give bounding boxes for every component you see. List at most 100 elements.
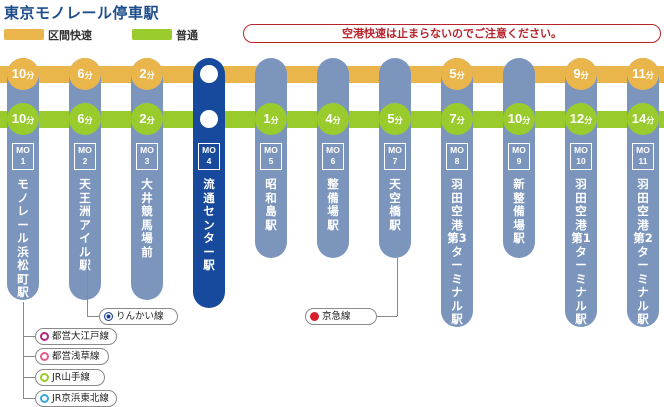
transfer-rinkai: りんかい線 [99, 308, 178, 325]
rinkai-line-icon [104, 312, 113, 321]
local-minutes: 6 [77, 111, 85, 126]
local-minutes: 14 [631, 111, 647, 126]
station-code-number: 7 [392, 156, 398, 166]
minute-unit: 分 [584, 116, 593, 125]
station-code-line: MO [636, 145, 650, 155]
transfer-line-icon [40, 394, 49, 403]
legend-local-swatch [132, 29, 172, 40]
station-code-number: 1 [20, 156, 26, 166]
minute-unit: 分 [26, 71, 35, 80]
minute-unit: 分 [332, 116, 341, 125]
minute-unit: 分 [270, 116, 279, 125]
rapid-time-badge: 2分 [131, 58, 163, 90]
transfer-line-box: JR山手線 [35, 369, 105, 386]
minute-unit: 分 [646, 116, 655, 125]
rapid-time-badge: 11分 [627, 58, 659, 90]
local-time-badge: 10分 [503, 103, 535, 135]
rapid-minutes: 5 [449, 66, 457, 81]
minute-unit: 分 [146, 71, 155, 80]
local-time-badge: 2分 [131, 103, 163, 135]
station-name: 昭和島駅 [265, 177, 277, 232]
station-column[interactable] [627, 58, 659, 327]
transfer-line-icon [40, 373, 49, 382]
station-code-line: MO [202, 145, 216, 155]
station-column[interactable] [565, 58, 597, 327]
rapid-minutes: 6 [77, 66, 85, 81]
transfer-line-box: 都営大江戸線 [35, 328, 117, 345]
station-code-number: 8 [454, 156, 460, 166]
local-minutes: 10 [507, 111, 523, 126]
transfer-label: 都営浅草線 [52, 351, 100, 362]
station-column[interactable] [441, 58, 473, 327]
local-minutes: 10 [11, 111, 27, 126]
minute-unit: 分 [26, 116, 35, 125]
rapid-time-badge: 5分 [441, 58, 473, 90]
transfer-line-box: 都営浅草線 [35, 348, 109, 365]
rapid-time-badge: 10分 [7, 58, 39, 90]
station-code-number: 9 [516, 156, 522, 166]
transfer-connector [23, 302, 24, 399]
transfer-keikyu: 京急線 [305, 308, 377, 325]
local-time-badge: 7分 [441, 103, 473, 135]
station-code-line: MO [326, 145, 340, 155]
minute-unit: 分 [456, 71, 465, 80]
station-code-line: MO [140, 145, 154, 155]
current-station-marker [200, 65, 218, 83]
station-code-number: 4 [206, 156, 212, 166]
rapid-time-badge: 9分 [565, 58, 597, 90]
minute-unit: 分 [580, 71, 589, 80]
station-name: 天空橋駅 [389, 177, 401, 232]
transfer-connector [23, 377, 35, 378]
minute-unit: 分 [146, 116, 155, 125]
transfer-connector [377, 316, 397, 317]
station-name: 羽田空港第3ターミナル駅 [447, 177, 467, 326]
station-code-number: 3 [144, 156, 150, 166]
legend-rapid-label: 区間快速 [48, 29, 92, 42]
local-minutes: 12 [569, 111, 585, 126]
rapid-minutes: 10 [11, 66, 27, 81]
station-column[interactable] [69, 58, 101, 300]
local-time-badge: 4分 [317, 103, 349, 135]
station-name: 流通センター駅 [203, 177, 215, 272]
station-code-line: MO [450, 145, 464, 155]
local-time-badge: 1分 [255, 103, 287, 135]
station-code-line: MO [264, 145, 278, 155]
station-name: 羽田空港第1ターミナル駅 [571, 177, 591, 326]
keikyu-line-icon [310, 312, 319, 321]
transfer-line-box: JR京浜東北線 [35, 390, 117, 407]
transfer-connector [23, 336, 35, 337]
rapid-time-badge: 6分 [69, 58, 101, 90]
transfer-connector [23, 398, 35, 399]
station-name: 新整備場駅 [513, 177, 525, 245]
station-column[interactable] [193, 58, 225, 308]
transfer-label: りんかい線 [116, 311, 164, 322]
minute-unit: 分 [84, 71, 93, 80]
station-code-line: MO [78, 145, 92, 155]
station-column[interactable] [7, 58, 39, 300]
transfer-line-icon [40, 352, 49, 361]
station-code-line: MO [512, 145, 526, 155]
local-minutes: 1 [263, 111, 271, 126]
legend-rapid-swatch [4, 29, 44, 40]
local-time-badge: 6分 [69, 103, 101, 135]
station-code-number: 10 [576, 156, 586, 166]
local-minutes: 5 [387, 111, 395, 126]
station-code-number: 11 [638, 156, 648, 166]
local-time-badge: 14分 [627, 103, 659, 135]
minute-unit: 分 [456, 116, 465, 125]
station-code-line: MO [574, 145, 588, 155]
station-column[interactable] [131, 58, 163, 300]
transfer-line-icon [40, 332, 49, 341]
page-title: 東京モノレール停車駅 [4, 4, 160, 22]
